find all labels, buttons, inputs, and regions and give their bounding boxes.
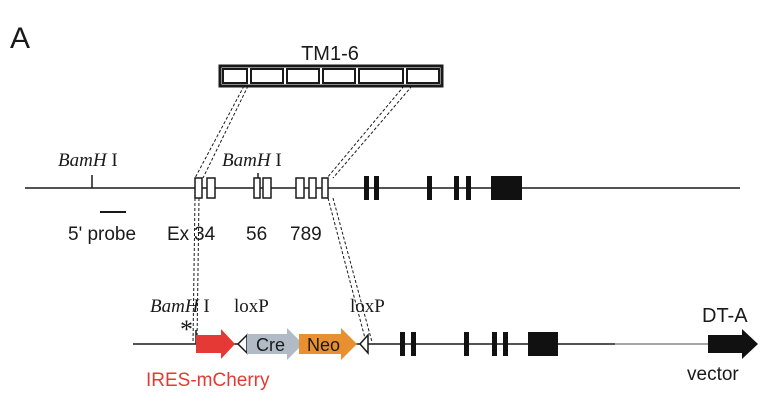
targeted-allele: * BamH I loxP loxP Cre Neo DT-A IRES-mCh… <box>133 296 758 391</box>
exon-numbers-7-8-9: 789 <box>290 224 322 245</box>
bamh1-site-targeted-label: BamH I <box>150 296 210 317</box>
ires-mcherry-arrow <box>196 329 235 359</box>
exon-numbers-5-6: 56 <box>246 224 267 245</box>
exon-6 <box>262 177 272 199</box>
neo-arrow <box>299 328 357 360</box>
wildtype-locus: BamH I BamH I 5' probe Ex 34 56 789 <box>25 150 740 245</box>
bamh1-site-mid-label: BamH I <box>222 150 282 171</box>
cre-label: Cre <box>256 335 285 355</box>
cre-arrow <box>247 328 303 360</box>
exon-prefix-label: Ex <box>167 224 190 245</box>
filled-exons-wildtype <box>364 176 522 200</box>
tm-projection-lines <box>194 85 413 179</box>
neo-label: Neo <box>307 335 340 355</box>
insertion-asterisk: * <box>180 315 193 344</box>
loxp-right-site <box>358 333 369 355</box>
probe-label: 5' probe <box>68 224 136 245</box>
exon-5 <box>253 177 261 199</box>
dta-arrow <box>708 329 758 359</box>
exon-3 <box>194 177 203 199</box>
bamh1-site-left-label: BamH I <box>58 150 118 171</box>
exon-8 <box>308 177 317 199</box>
loxp-left-label: loxP <box>234 296 269 317</box>
tm-label: TM1-6 <box>301 43 359 65</box>
tm-domain-box <box>218 64 444 88</box>
homology-arm-lines <box>192 197 373 343</box>
open-exons <box>194 177 329 199</box>
exon-7 <box>295 177 305 199</box>
exon-9 <box>321 177 329 199</box>
exon-numbers-3-4: 34 <box>194 224 216 245</box>
panel-label: A <box>10 22 30 55</box>
dta-label: DT-A <box>702 305 748 327</box>
vector-label: vector <box>687 364 739 385</box>
exon-4 <box>206 177 216 199</box>
loxp-right-label: loxP <box>350 296 385 317</box>
ires-mcherry-label: IRES-mCherry <box>146 370 270 391</box>
filled-exons-targeted <box>400 332 558 356</box>
loxp-left-site <box>236 333 248 355</box>
